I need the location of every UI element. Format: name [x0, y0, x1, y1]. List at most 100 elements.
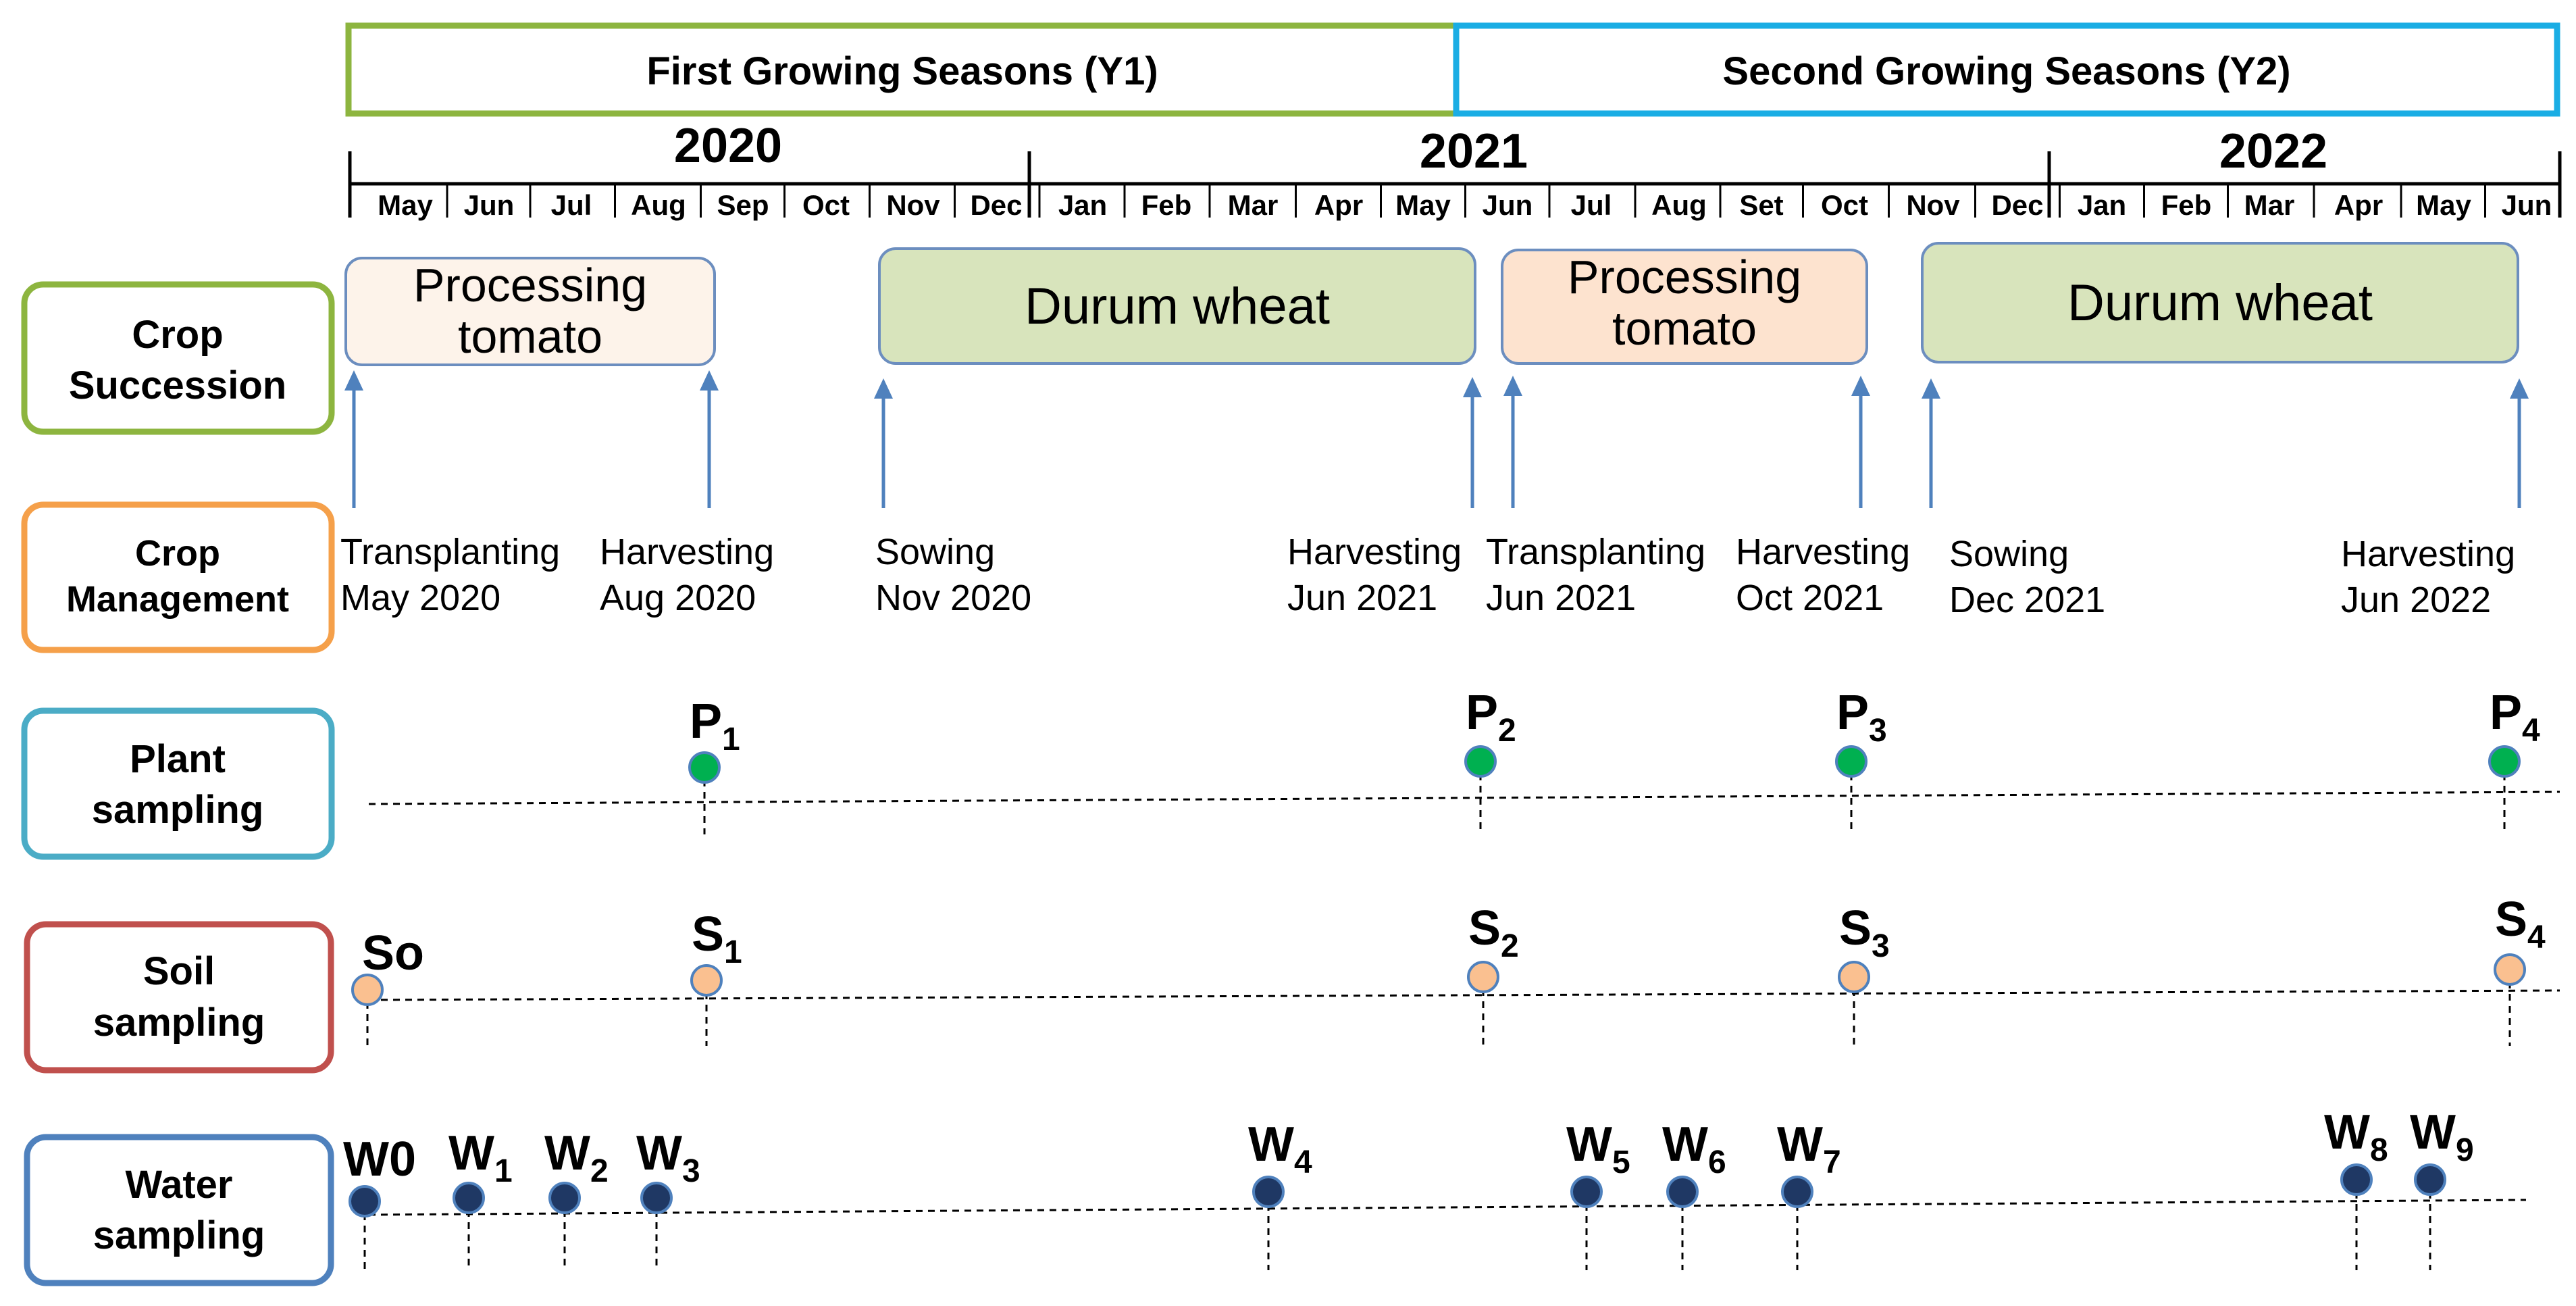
row-text-crop-succession-2: Succession	[69, 363, 286, 407]
plant-sample-label-4: P4	[2490, 686, 2540, 749]
season-box-y1	[345, 22, 1460, 117]
soil-sample-label-5: S4	[2495, 893, 2546, 955]
row-text-crop-succession-1: Crop	[132, 313, 223, 357]
crop-label-2: Durum wheat	[1025, 278, 1330, 335]
water-sample-point-2	[453, 1182, 485, 1214]
crop-label-3-line-2: tomato	[1612, 302, 1757, 355]
month-label-22: Feb	[2161, 189, 2212, 221]
management-action-4: Harvesting	[1287, 532, 1462, 572]
management-date-7: Dec 2021	[1949, 580, 2105, 620]
water-sample-label-10: W9	[2410, 1105, 2474, 1168]
water-sample-label-sub-2: 1	[494, 1153, 513, 1189]
month-label-23: Mar	[2244, 189, 2295, 221]
plant-sample-baseline	[368, 790, 2560, 805]
month-label-8: Dec	[970, 189, 1022, 221]
water-sample-label-sub-6: 5	[1612, 1145, 1630, 1180]
year-label-2021: 2021	[1420, 124, 1528, 178]
management-action-1: Transplanting	[340, 532, 560, 572]
row-text-crop-management-1: Crop	[135, 533, 220, 574]
soil-sample-point-4	[1838, 961, 1870, 993]
soil-sample-label-3: S2	[1468, 901, 1519, 964]
row-box-water-sampling	[24, 1134, 334, 1286]
soil-sample-point-5	[2494, 953, 2526, 986]
month-label-6: Oct	[802, 189, 850, 221]
management-date-1: May 2020	[340, 578, 500, 618]
row-text-water-sampling-1: Water	[126, 1163, 233, 1207]
row-label-soil-sampling: Soil sampling	[24, 921, 334, 1074]
water-sample-label-sub-3: 2	[590, 1153, 609, 1189]
month-label-20: Dec	[1991, 189, 2043, 221]
month-label-2: Jun	[464, 189, 515, 221]
row-text-plant-sampling-1: Plant	[130, 737, 226, 781]
management-date-6: Oct 2021	[1736, 578, 1884, 618]
season-box-y2	[1453, 22, 2560, 117]
water-sample-label-5: W4	[1248, 1117, 1312, 1180]
water-sample-label-1: W0	[343, 1132, 416, 1186]
management-date-5: Jun 2021	[1486, 578, 1636, 618]
soil-sample-label-sub-3: 2	[1501, 928, 1519, 964]
month-label-5: Sep	[717, 189, 769, 221]
soil-sample-point-1	[351, 974, 384, 1006]
arrow-head-6	[1851, 376, 1870, 396]
row-label-crop-management: Crop Management	[21, 501, 335, 653]
management-action-6: Harvesting	[1736, 532, 1910, 572]
crop-box-2	[878, 247, 1476, 365]
month-label-17: Set	[1739, 189, 1783, 221]
plant-sample-point-3	[1835, 745, 1867, 778]
management-action-2: Harvesting	[600, 532, 774, 572]
soil-sample-point-2	[690, 964, 723, 997]
month-label-3: Jul	[551, 189, 592, 221]
year-label-2020: 2020	[674, 119, 782, 173]
water-sample-label-6: W5	[1566, 1117, 1630, 1180]
month-label-13: May	[1395, 189, 1451, 221]
year-label-2022: 2022	[2219, 124, 2327, 178]
arrow-head-5	[1503, 376, 1522, 396]
water-sample-point-8	[1781, 1176, 1813, 1208]
plant-sample-point-2	[1464, 745, 1497, 778]
management-action-3: Sowing	[875, 532, 995, 572]
water-sample-label-8: W7	[1777, 1117, 1841, 1180]
water-sample-point-3	[548, 1182, 581, 1214]
crop-box-4	[1921, 242, 2519, 363]
water-sample-point-6	[1570, 1176, 1603, 1208]
month-label-15: Jul	[1571, 189, 1612, 221]
water-sample-label-9: W8	[2324, 1105, 2388, 1168]
water-sample-label-sub-5: 4	[1294, 1145, 1312, 1180]
row-label-water-sampling: Water sampling	[24, 1134, 334, 1286]
arrow-head-1	[344, 370, 363, 391]
row-text-soil-sampling-1: Soil	[143, 949, 215, 993]
soil-sample-label-sub-4: 3	[1872, 928, 1890, 964]
water-sample-label-sub-4: 3	[682, 1153, 700, 1189]
month-label-11: Mar	[1228, 189, 1279, 221]
soil-sample-baseline	[368, 989, 2560, 1001]
crop-box-3	[1501, 249, 1868, 365]
soil-sample-label-2: S1	[692, 907, 742, 970]
plant-sample-label-1: P1	[690, 695, 740, 757]
month-label-18: Oct	[1821, 189, 1868, 221]
row-label-crop-succession: Crop Succession	[21, 281, 335, 435]
soil-sample-label-4: S3	[1839, 901, 1890, 964]
season-label-y2: Second Growing Seasons (Y2)	[1722, 49, 2290, 93]
row-text-water-sampling-2: sampling	[93, 1213, 265, 1257]
water-sample-point-7	[1666, 1176, 1699, 1208]
crop-label-3-line-1: Processing	[1568, 251, 1801, 303]
month-label-7: Nov	[886, 189, 940, 221]
plant-sample-label-3: P3	[1836, 686, 1887, 749]
row-label-plant-sampling: Plant sampling	[21, 707, 335, 860]
row-box-soil-sampling	[24, 921, 334, 1074]
month-label-24: Apr	[2334, 189, 2383, 221]
water-sample-label-3: W2	[544, 1126, 609, 1189]
month-label-19: Nov	[1906, 189, 1960, 221]
management-date-3: Nov 2020	[875, 578, 1031, 618]
month-label-9: Jan	[1058, 189, 1107, 221]
management-action-7: Sowing	[1949, 534, 2069, 574]
soil-sample-label-sub-2: 1	[724, 934, 742, 970]
plant-sample-label-sub-1: 1	[722, 722, 740, 757]
water-sample-label-sub-9: 8	[2370, 1132, 2388, 1168]
plant-sample-label-sub-3: 3	[1869, 713, 1887, 749]
